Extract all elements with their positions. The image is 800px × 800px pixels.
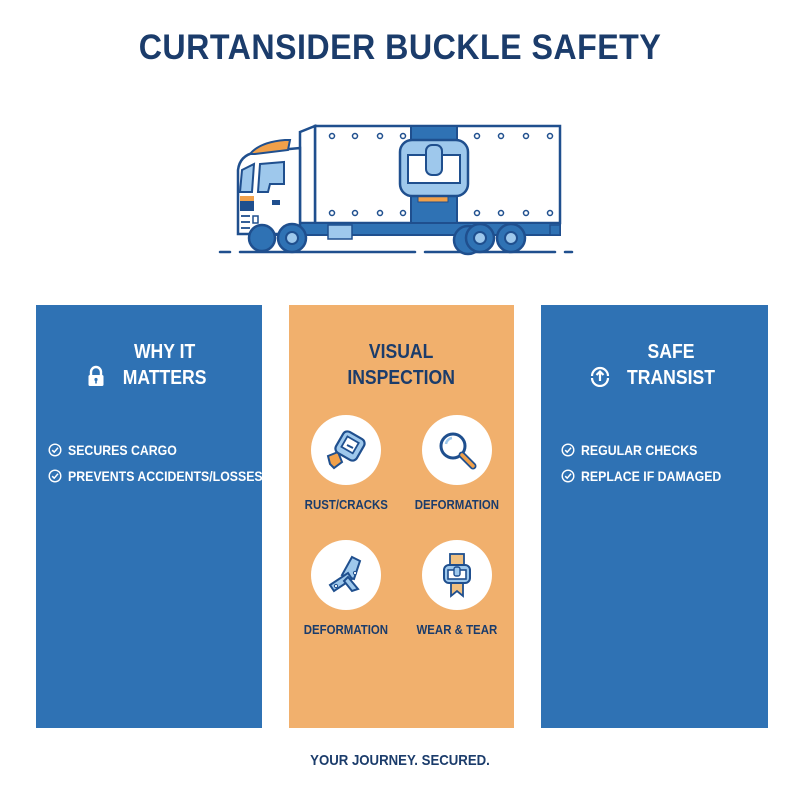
list-item: REGULAR CHECKS (561, 437, 764, 463)
why-it-matters-panel: WHY IT MATTERS SECURES CARGO PREVENTS AC… (36, 305, 263, 728)
truck-illustration (218, 124, 574, 256)
check-circle-icon (48, 469, 62, 483)
list-item: REPLACE IF DAMAGED (561, 463, 764, 489)
panel-title: WHY IT MATTERS (123, 341, 207, 389)
broken-buckle-icon (326, 430, 366, 470)
lock-icon (88, 365, 104, 386)
safe-transit-panel: SAFE TRANSIST REGULAR CHECKS REPLACE IF … (541, 305, 768, 728)
check-circle-icon (561, 443, 575, 457)
bent-strap-icon (328, 555, 362, 593)
inspection-item-wear-tear: WEAR & TEAR (402, 540, 512, 639)
list-item: SECURES CARGO (48, 437, 258, 463)
inspection-item-deformation-2: DEFORMATION (291, 540, 401, 639)
panel-title: SAFE TRANSIST (626, 341, 715, 389)
inspection-item-deformation: DEFORMATION (402, 415, 512, 514)
check-list: SECURES CARGO PREVENTS ACCIDENTS/LOSSES (48, 437, 263, 489)
check-circle-icon (561, 469, 575, 483)
visual-inspection-panel: VISUAL INSPECTION RUST/CRACKS DEFORMATIO… (289, 305, 514, 728)
panel-header: VISUAL INSPECTION (289, 337, 514, 393)
list-item: PREVENTS ACCIDENTS/LOSSES (48, 463, 263, 489)
check-list: REGULAR CHECKS REPLACE IF DAMAGED (561, 437, 764, 489)
panel-header: WHY IT MATTERS (36, 337, 262, 393)
panel-header: SAFE TRANSIST (541, 337, 768, 393)
inspection-item-rust-cracks: RUST/CRACKS (291, 415, 401, 514)
page-title: CURTANSIDER BUCKLE SAFETY (138, 28, 662, 67)
magnifier-icon (439, 432, 477, 470)
worn-strap-buckle-icon (443, 553, 471, 598)
check-circle-icon (48, 443, 62, 457)
tagline: YOUR JOURNEY. SECURED. (310, 752, 490, 769)
panel-title: VISUAL INSPECTION (347, 341, 456, 389)
upload-circle-icon (590, 366, 609, 387)
